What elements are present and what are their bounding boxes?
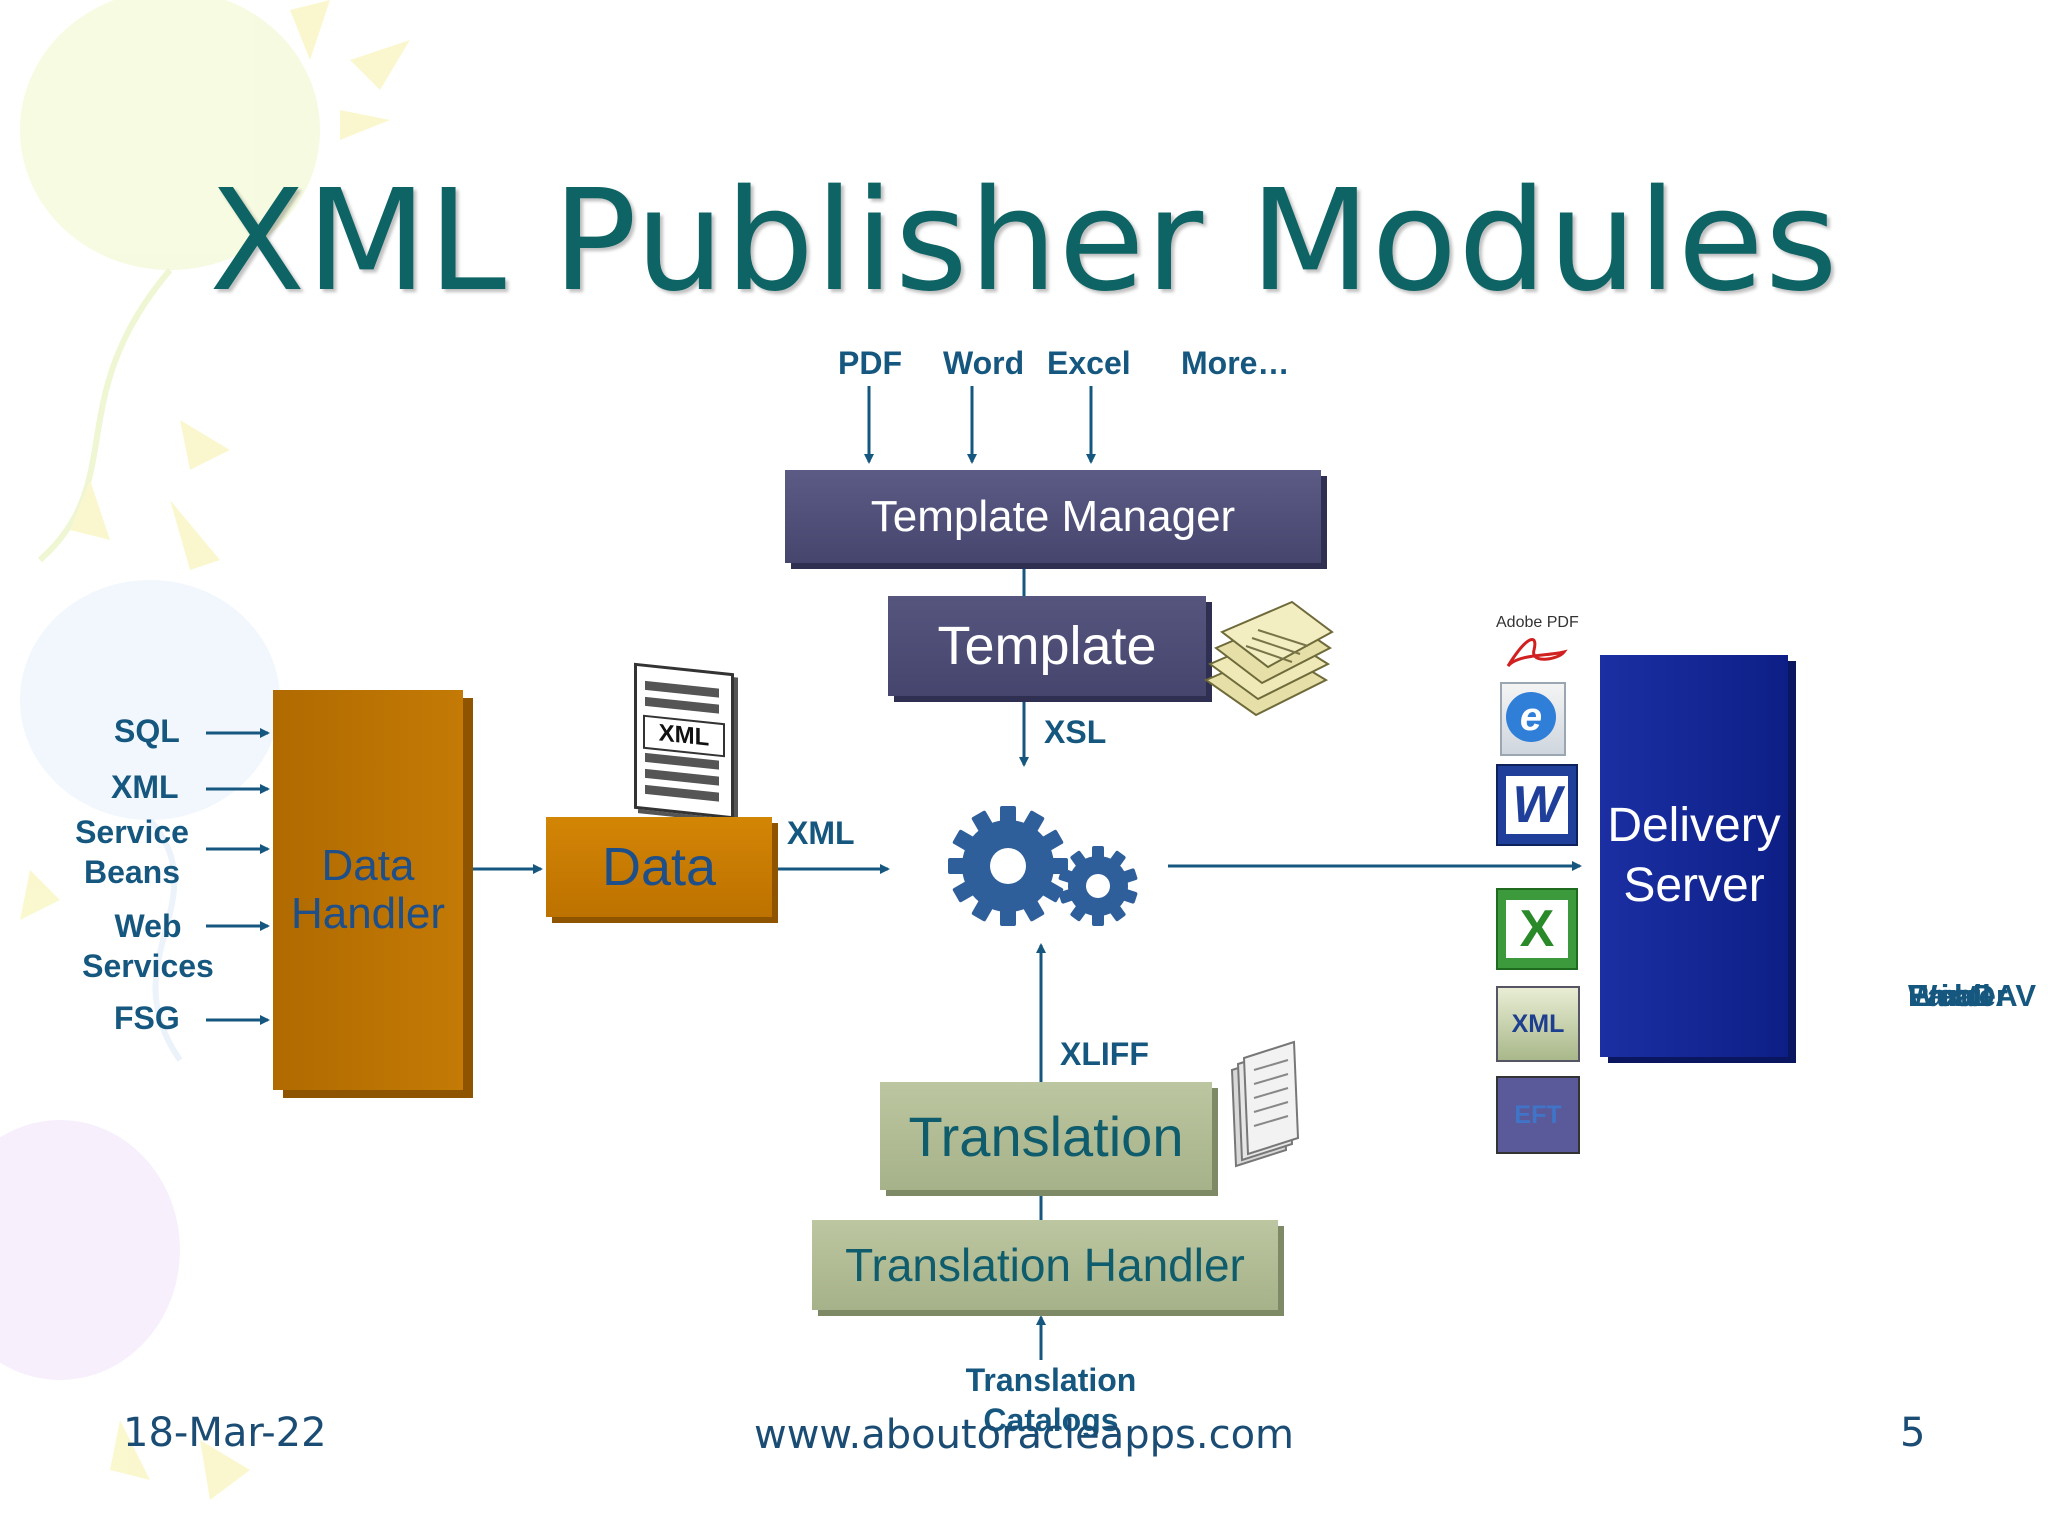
adobe-pdf-label: Adobe PDF <box>1496 614 1579 631</box>
xsl-label: XSL <box>1044 714 1107 750</box>
template-box: Template <box>888 596 1206 696</box>
footer-date: 18-Mar-22 <box>123 1410 327 1456</box>
footer-page-number: 5 <box>1900 1410 1926 1456</box>
excel-document-icon: X <box>1496 888 1578 970</box>
translation-catalogs-label: Translation Catalogs <box>940 1360 1162 1440</box>
translation-box: Translation <box>880 1082 1212 1190</box>
template-documents-icon <box>1203 600 1334 717</box>
yellow-star-ray <box>20 870 60 920</box>
yellow-star-ray <box>180 420 230 470</box>
delivery-server-line-1: Delivery <box>1607 799 1781 852</box>
yellow-star-ray <box>170 500 220 570</box>
data-handler-box: Data Handler <box>273 690 463 1090</box>
delivery-server-label: Delivery Server <box>1607 796 1780 916</box>
template-manager-label: Template Manager <box>870 491 1236 541</box>
service-beans-line-1: Service <box>75 814 189 850</box>
translation-handler-label: Translation Handler <box>845 1239 1245 1291</box>
data-handler-line-1: Data <box>321 840 415 890</box>
data-label: Data <box>601 837 717 897</box>
yellow-star-ray <box>110 1420 150 1480</box>
processing-engine-gears-icon <box>948 806 1138 926</box>
purple-balloon <box>0 1120 180 1380</box>
eft-output-icon: EFT <box>1496 1076 1580 1154</box>
blue-balloon-string <box>147 818 183 1062</box>
green-balloon-string <box>38 268 173 563</box>
delivery-channel-label-b: Fax <box>1908 978 1962 1013</box>
word-input-label: Word <box>943 345 1025 381</box>
yellow-star-ray <box>340 110 390 140</box>
more-input-label: More… <box>1181 345 1290 381</box>
yellow-star-ray <box>70 480 110 540</box>
template-manager-box: Template Manager <box>785 470 1321 563</box>
translation-documents-icon <box>1230 1040 1300 1168</box>
translation-catalogs-line-2: Catalogs <box>983 1402 1119 1438</box>
fsg-source-label: FSG <box>114 1000 180 1036</box>
xml-flow-label: XML <box>787 815 855 851</box>
large-gear <box>948 806 1068 926</box>
translation-label: Translation <box>908 1104 1184 1168</box>
yellow-star-ray <box>290 0 330 60</box>
xml-document-label: XML <box>643 714 725 758</box>
word-document-icon: W <box>1496 764 1578 846</box>
page-title: XML Publisher Modules <box>209 160 1839 323</box>
web-services-line-1: Web <box>114 908 182 944</box>
delivery-server-box: Delivery Server <box>1600 655 1788 1057</box>
service-beans-label: Service Beans <box>70 812 194 892</box>
pdf-input-label: PDF <box>838 345 902 381</box>
small-gear <box>1058 846 1138 926</box>
service-beans-line-2: Beans <box>83 854 181 890</box>
footer-website: www.aboutoracleapps.com <box>754 1412 1295 1458</box>
yellow-star-ray <box>350 40 410 90</box>
translation-handler-box: Translation Handler <box>812 1220 1278 1310</box>
xml-output-icon: XML <box>1496 986 1580 1062</box>
adobe-pdf-icon: Adobe PDF <box>1492 600 1579 670</box>
data-handler-line-2: Handler <box>290 889 446 938</box>
web-services-line-2: Services <box>82 948 214 984</box>
data-box: Data <box>546 817 772 917</box>
delivery-channel-labels: Email Fax WebDAV Printer <box>1908 978 2048 1018</box>
delivery-channel-label-c: WebDAV <box>1908 978 2037 1013</box>
template-label: Template <box>937 616 1157 676</box>
green-balloon <box>20 0 320 270</box>
data-handler-label: Data Handler <box>290 840 446 939</box>
sql-source-label: SQL <box>114 713 180 749</box>
xml-source-label: XML <box>111 769 179 805</box>
delivery-server-line-2: Server <box>1623 859 1765 912</box>
translation-catalogs-line-1: Translation <box>965 1362 1137 1398</box>
delivery-channel-label-a: Email <box>1908 978 1991 1013</box>
web-services-label: Web Services <box>74 906 222 986</box>
xliff-label: XLIFF <box>1060 1036 1149 1072</box>
blue-balloon <box>20 580 280 820</box>
delivery-channel-label-d: Printer <box>1908 978 2008 1013</box>
internet-explorer-icon: e <box>1500 682 1566 756</box>
yellow-star-ray <box>200 1440 250 1500</box>
xml-document-icon: XML <box>634 662 734 820</box>
ie-logo-icon: e <box>1506 692 1556 742</box>
excel-input-label: Excel <box>1047 345 1131 381</box>
